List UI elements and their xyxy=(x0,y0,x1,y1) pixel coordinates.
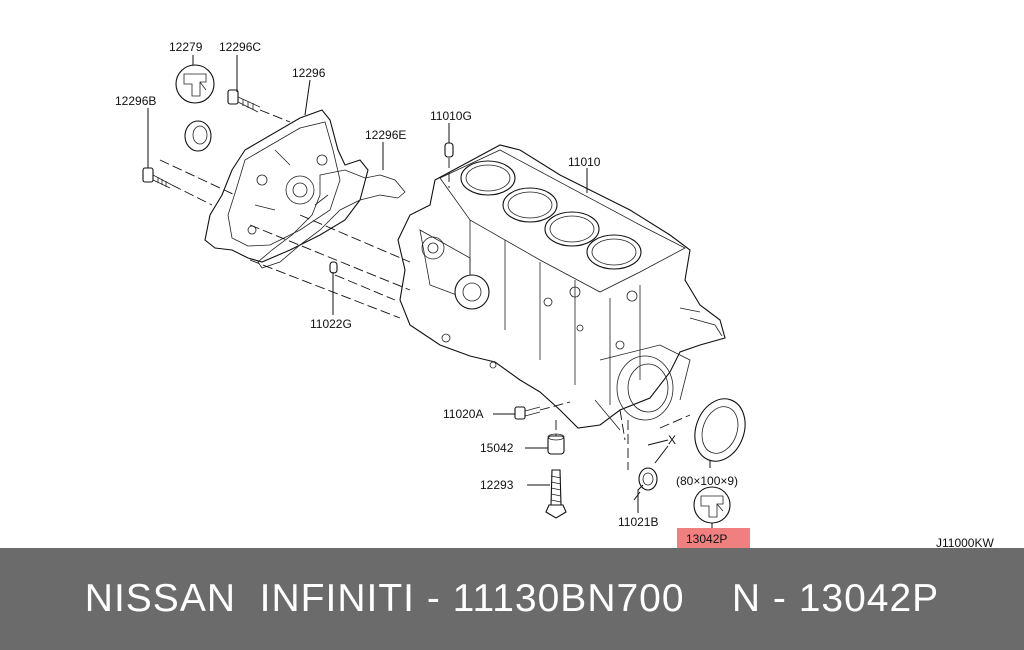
leader-lines xyxy=(147,55,713,528)
label-11010: 11010 xyxy=(568,155,601,169)
label-15042: 15042 xyxy=(480,441,514,455)
label-11021b: 11021B xyxy=(618,515,658,529)
banner-text: NISSAN INFINITI - 11130BN700 N - 13042P xyxy=(84,577,940,620)
label-x: X xyxy=(668,433,676,447)
label-11022g: 11022G xyxy=(310,317,352,331)
rear-oil-seal xyxy=(694,398,746,462)
label-13042p: 13042P xyxy=(686,532,727,546)
part-number-banner: NISSAN INFINITI - 11130BN700 N - 13042P xyxy=(0,548,1024,650)
dowel-11010g xyxy=(444,142,454,158)
diagram-reference-code: J11000KW xyxy=(936,536,994,548)
label-12296b: 12296B xyxy=(115,94,156,108)
seal-detail-callout-13042p xyxy=(693,486,731,524)
bolt-12293 xyxy=(545,469,567,519)
cylinder-block xyxy=(397,144,726,431)
bushing-15042 xyxy=(547,433,565,455)
bolt-12296b xyxy=(142,167,173,189)
oil-seal-front xyxy=(184,120,212,152)
label-12296c: 12296C xyxy=(219,40,261,54)
label-12293: 12293 xyxy=(480,478,514,492)
highlight-13042p xyxy=(677,528,750,548)
plug-11021b xyxy=(638,467,658,491)
label-11010g: 11010G xyxy=(430,109,472,123)
label-12279: 12279 xyxy=(169,40,203,54)
seal-detail-callout-12279 xyxy=(175,64,215,104)
parts-diagram: 12279 12296C 12296 12296B 12296E 11010G … xyxy=(115,40,994,548)
bolt-11020a xyxy=(514,406,541,420)
front-cover-plate xyxy=(204,109,369,263)
label-dimensions: (80×100×9) xyxy=(676,474,738,488)
label-12296: 12296 xyxy=(292,66,326,80)
x-marker-line xyxy=(633,445,669,501)
dowel-11022g xyxy=(329,261,338,274)
bolt-12296c xyxy=(227,89,261,113)
assembly-guide-lines xyxy=(159,109,691,470)
label-11020a: 11020A xyxy=(443,407,483,421)
label-12296e: 12296E xyxy=(365,128,406,142)
gasket-12296e xyxy=(257,169,406,269)
